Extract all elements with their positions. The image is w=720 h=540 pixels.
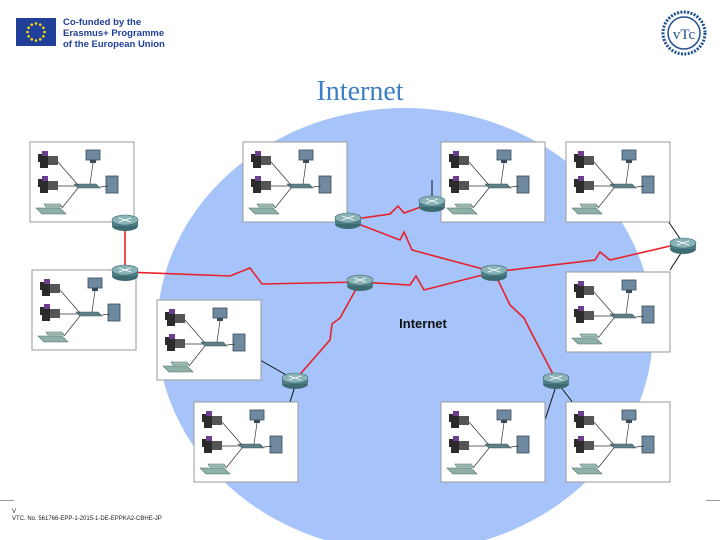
link-r5-r6 [359, 271, 495, 291]
eu-star-icon [30, 38, 34, 41]
eu-star-icon [34, 39, 38, 42]
router-icon [111, 264, 139, 282]
eu-flag-icon [16, 18, 56, 46]
serial-links [124, 202, 684, 381]
eu-star-icon [27, 26, 30, 30]
eu-star-icon [42, 26, 45, 30]
lan-middle-left [31, 269, 137, 351]
lan-top-right [565, 141, 671, 223]
eu-star-icon [26, 30, 29, 34]
eu-star-icon [38, 23, 42, 26]
link-r3-r4 [347, 202, 433, 221]
lan-center-left [156, 299, 262, 381]
router-icon [334, 212, 362, 230]
eu-star-icon [27, 34, 30, 38]
footer-divider-right [706, 500, 720, 501]
eu-star-icon [34, 22, 38, 25]
slide-title: Internet [316, 76, 404, 107]
eu-star-icon [38, 38, 42, 41]
link-r3-r6 [347, 219, 495, 273]
eu-star-icon [43, 30, 46, 34]
vtc-logo: vTc [658, 10, 710, 56]
lan-bottom-left [193, 401, 299, 483]
footer-divider-left [0, 500, 14, 501]
eu-star-icon [30, 23, 34, 26]
router-icon [346, 274, 374, 292]
footer-mark: V [12, 509, 17, 515]
lan-bottom-right [565, 401, 671, 483]
eu-star-icon [42, 34, 45, 38]
link-r6-r7 [493, 242, 684, 273]
router-icon [480, 264, 508, 282]
router-icon [111, 214, 139, 232]
link-r2-r5 [124, 267, 361, 285]
link-r5-r8 [294, 281, 361, 381]
eu-cofunded-text: Co-funded by the Erasmus+ Programme of t… [63, 17, 165, 50]
lan-top-center-left [242, 141, 348, 223]
lan-top-left [29, 141, 135, 223]
router-icon [542, 372, 570, 390]
router-icon [281, 372, 309, 390]
lan-middle-right [565, 271, 671, 353]
router-icon [418, 195, 446, 213]
link-r6-r9 [493, 271, 557, 381]
cloud-label: Internet [399, 316, 447, 331]
lan-bottom-center [440, 401, 546, 483]
router-icon [669, 237, 697, 255]
footer-project-code: VTC. No. 561766-EPP-1-2015-1-DE-EPPKA2-C… [12, 516, 162, 522]
lan-top-center-right [440, 141, 546, 223]
vtc-logo-text: vTc [673, 27, 696, 43]
